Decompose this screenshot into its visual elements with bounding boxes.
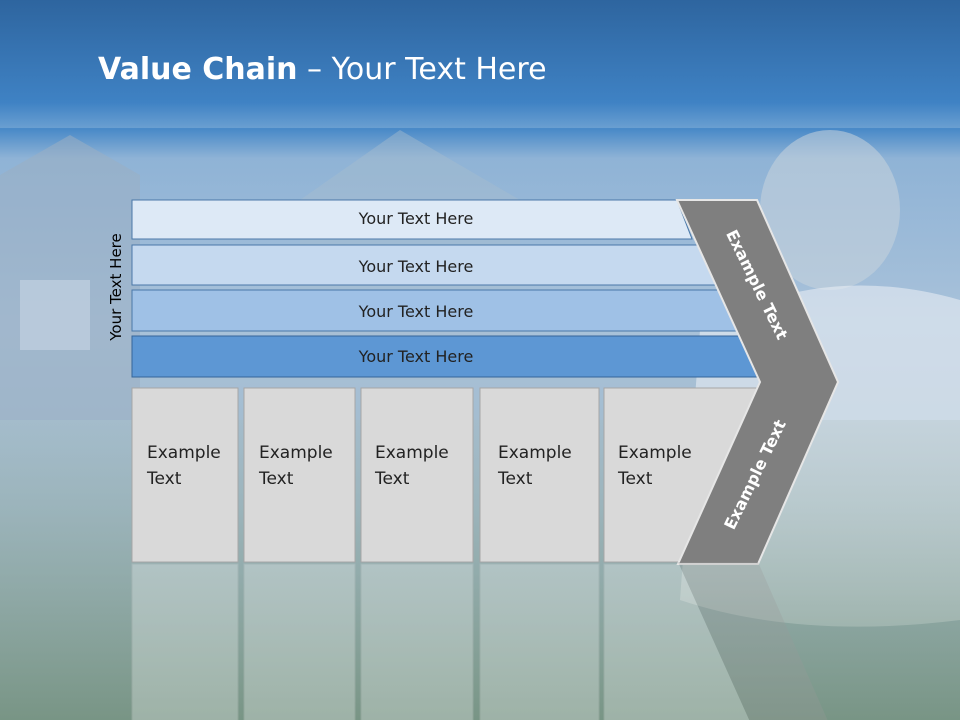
reflection-chevron [678,562,828,720]
box-4: Example Text [479,387,600,563]
box-2-shape [243,387,356,563]
box-1-line2: Text [146,469,182,489]
box-4-line2: Text [497,469,533,489]
band-1: Your Text Here [131,199,693,240]
band-2-label: Your Text Here [358,257,474,276]
box-1: Example Text [131,387,239,563]
reflection-box-1 [131,563,239,720]
title-bold: Value Chain [98,52,298,87]
band-2: Your Text Here [131,244,717,286]
box-4-shape [479,387,600,563]
box-5-line1: Example [618,443,692,463]
box-3-shape [360,387,474,563]
box-3-line1: Example [375,443,449,463]
side-label: Your Text Here [107,233,125,341]
box-4-line1: Example [498,443,572,463]
box-2: Example Text [243,387,356,563]
title-rest: – Your Text Here [297,52,547,87]
box-2-line1: Example [259,443,333,463]
band-4: Your Text Here [131,335,764,378]
slide-title: Value Chain – Your Text Here [98,52,547,87]
reflection-box-4 [479,563,600,720]
reflection-box-5 [603,563,753,720]
box-2-line2: Text [258,469,294,489]
box-1-line1: Example [147,443,221,463]
reflection-box-2 [243,563,356,720]
box-1-shape [131,387,239,563]
band-3-label: Your Text Here [358,302,474,321]
reflection [131,562,828,720]
chevron-arrow [675,199,840,565]
band-1-shape [131,199,693,240]
box-3-line2: Text [374,469,410,489]
box-5: Example Text [603,387,761,563]
reflection-box-3 [360,563,474,720]
box-5-line2: Text [617,469,653,489]
box-3: Example Text [360,387,474,563]
band-4-label: Your Text Here [358,347,474,366]
band-3: Your Text Here [131,289,740,332]
band-1-label: Your Text Here [358,209,474,228]
